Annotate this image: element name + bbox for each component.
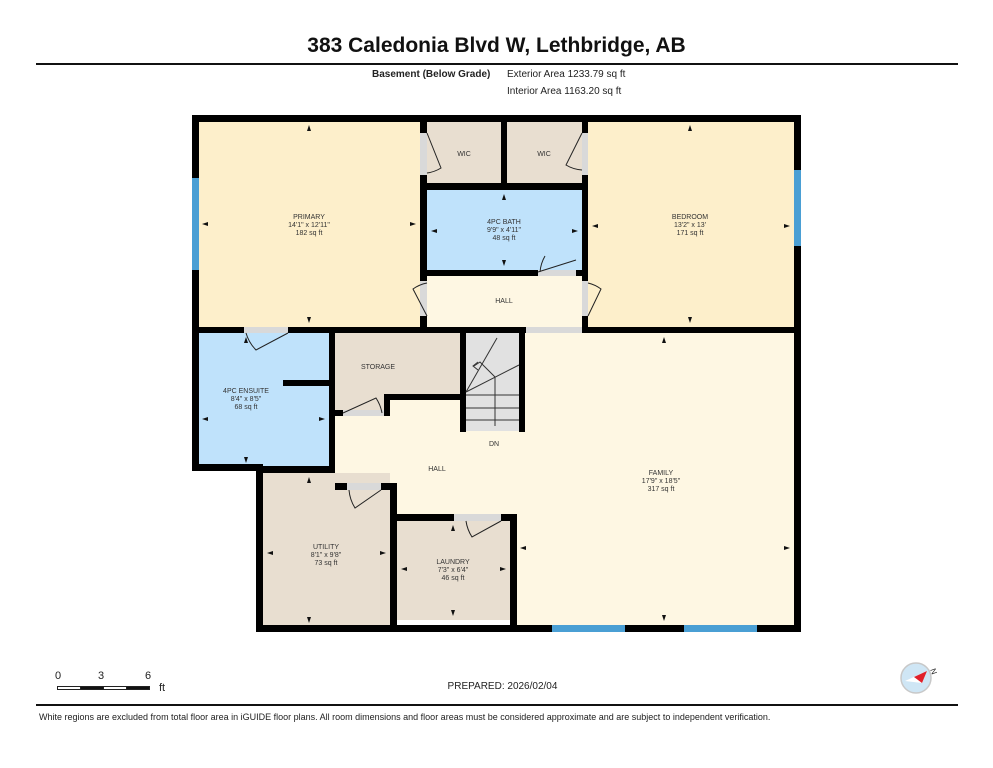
room-name-storage: STORAGE [361,364,395,371]
dimension-arrows [202,125,790,623]
room-4pc-ensuite [198,333,329,467]
room-dims-primary: 14'1" x 12'11" [288,222,330,229]
room-name-hall-lower: HALL [428,466,446,473]
room-dims-laundry: 7'3" x 6'4" [438,567,469,574]
interior-area: Interior Area 1163.20 sq ft [507,86,622,97]
room-name-wic-right: WIC [537,151,551,158]
compass-north-label: N [928,667,938,676]
room-laundry [397,521,510,620]
disclaimer-text: White regions are excluded from total fl… [39,712,771,722]
room-dims-4pc-ensuite: 8'4" x 8'5" [231,396,262,403]
room-area-4pc-ensuite: 68 sq ft [235,404,258,411]
room-name-family: FAMILY [649,470,674,477]
room-area-4pc-bath: 48 sq ft [493,235,516,242]
room-name-primary: PRIMARY [293,214,325,221]
room-dims-utility: 8'1" x 9'8" [311,552,342,559]
room-bedroom [588,121,794,327]
property-address-title: 383 Caledonia Blvd W, Lethbridge, AB [307,34,686,57]
stairs-down-label: DN [489,441,499,448]
walls [192,115,801,632]
scale-segment-4 [126,686,150,690]
room-4pc-bath [427,190,582,270]
window-primary [192,178,199,270]
room-area-bedroom: 171 sq ft [677,230,704,237]
window-family-2 [684,625,757,632]
room-hall-lower [335,333,794,627]
room-name-4pc-ensuite: 4PC ENSUITE [223,388,269,395]
doors [244,132,602,538]
room-name-utility: UTILITY [313,544,339,551]
room-primary [198,121,420,327]
stairs [466,333,519,431]
room-area-utility: 73 sq ft [315,560,338,567]
room-name-wic-left: WIC [457,151,471,158]
windows [192,170,801,632]
room-name-bedroom: BEDROOM [672,214,708,221]
room-dims-family: 17'9" x 18'5" [642,478,681,485]
room-dims-4pc-bath: 9'9" x 4'11" [487,227,521,234]
header-divider [36,63,958,65]
floor-level-label: Basement (Below Grade) [372,69,491,80]
scale-bar: 0 3 6 ft [55,670,185,696]
exterior-area: Exterior Area 1233.79 sq ft [507,69,626,80]
room-labels: PRIMARY 14'1" x 12'11" 182 sq ft WIC WIC… [223,151,708,582]
window-family-1 [552,625,625,632]
window-bedroom [794,170,801,246]
room-name-laundry: LAUNDRY [436,559,470,566]
room-name-4pc-bath: 4PC BATH [487,219,521,226]
room-name-hall-upper: HALL [495,298,513,305]
room-wic-left [427,121,501,183]
room-dims-bedroom: 13'2" x 13' [674,222,706,229]
scale-tick-6: 6 [145,670,152,682]
footer-divider [36,704,958,706]
room-area-laundry: 46 sq ft [442,575,465,582]
room-hall-upper [427,276,582,327]
scale-tick-0: 0 [55,670,62,682]
prepared-date: PREPARED: 2026/02/04 [447,681,558,692]
scale-unit: ft [159,682,166,694]
room-area-primary: 182 sq ft [296,230,323,237]
room-wic-right [507,121,582,183]
compass-icon: N [900,662,938,694]
scale-tick-3: 3 [98,670,105,682]
room-area-family: 317 sq ft [648,486,675,493]
stair-lines [465,337,520,426]
